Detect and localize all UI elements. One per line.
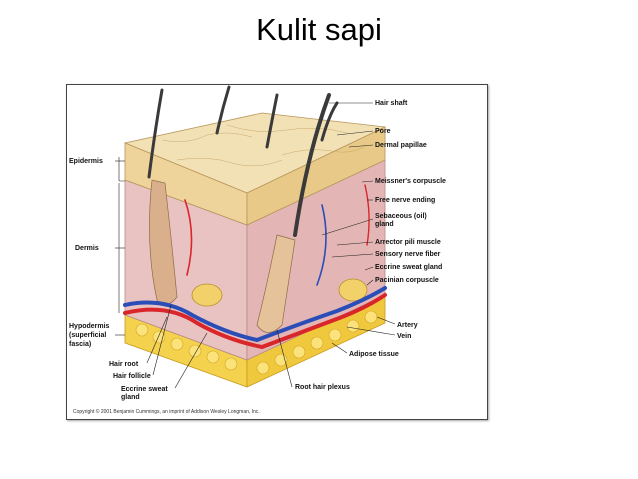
skin-cross-section-diagram: Hair shaft Pore Dermal papillae Meissner… bbox=[69, 85, 446, 415]
slide-title: Kulit sapi bbox=[256, 12, 382, 47]
label-eccrine-sweat-gland-right: Eccrine sweat gland bbox=[375, 264, 442, 271]
blood-vessels bbox=[123, 184, 387, 350]
label-hypodermis-line2: (superficial bbox=[69, 332, 106, 339]
hair-shafts bbox=[147, 85, 339, 237]
label-hair-root: Hair root bbox=[109, 361, 139, 368]
label-free-nerve-ending: Free nerve ending bbox=[375, 197, 435, 204]
label-sebaceous-gland-line2: gland bbox=[375, 221, 394, 228]
label-artery: Artery bbox=[397, 322, 418, 329]
label-hair-shaft: Hair shaft bbox=[375, 100, 408, 107]
label-hair-follicle: Hair follicle bbox=[113, 373, 151, 380]
skin-diagram-figure: Hair shaft Pore Dermal papillae Meissner… bbox=[66, 84, 488, 420]
label-pore: Pore bbox=[375, 128, 391, 135]
label-eccrine-sweat-gland-left: Eccrine sweat bbox=[121, 386, 168, 393]
hair-follicles bbox=[149, 179, 296, 333]
epidermis-layer bbox=[123, 112, 387, 226]
label-dermis: Dermis bbox=[75, 245, 99, 252]
label-adipose-tissue: Adipose tissue bbox=[349, 351, 399, 358]
label-root-hair-plexus: Root hair plexus bbox=[295, 384, 350, 391]
label-sensory-nerve-fiber: Sensory nerve fiber bbox=[375, 251, 441, 258]
label-eccrine-sweat-gland-left-line2: gland bbox=[121, 394, 140, 401]
right-leader-lines bbox=[276, 102, 396, 388]
label-meissners-corpuscle: Meissner's corpuscle bbox=[375, 178, 446, 185]
label-epidermis: Epidermis bbox=[69, 158, 103, 165]
label-arrector-pili-muscle: Arrector pili muscle bbox=[375, 239, 441, 246]
label-vein: Vein bbox=[397, 333, 411, 340]
label-hypodermis: Hypodermis bbox=[69, 323, 110, 330]
hypodermis-layer bbox=[124, 294, 386, 388]
label-hypodermis-line3: fascia) bbox=[69, 341, 91, 348]
label-sebaceous-gland: Sebaceous (oil) bbox=[375, 213, 427, 220]
label-pacinian-corpuscle: Pacinian corpuscle bbox=[375, 277, 439, 284]
label-dermal-papillae: Dermal papillae bbox=[375, 142, 427, 149]
copyright-notice: Copyright © 2001 Benjamin Cummings, an i… bbox=[73, 408, 260, 415]
left-leader-lines bbox=[115, 157, 208, 389]
pacinian-corpuscles bbox=[191, 278, 368, 307]
